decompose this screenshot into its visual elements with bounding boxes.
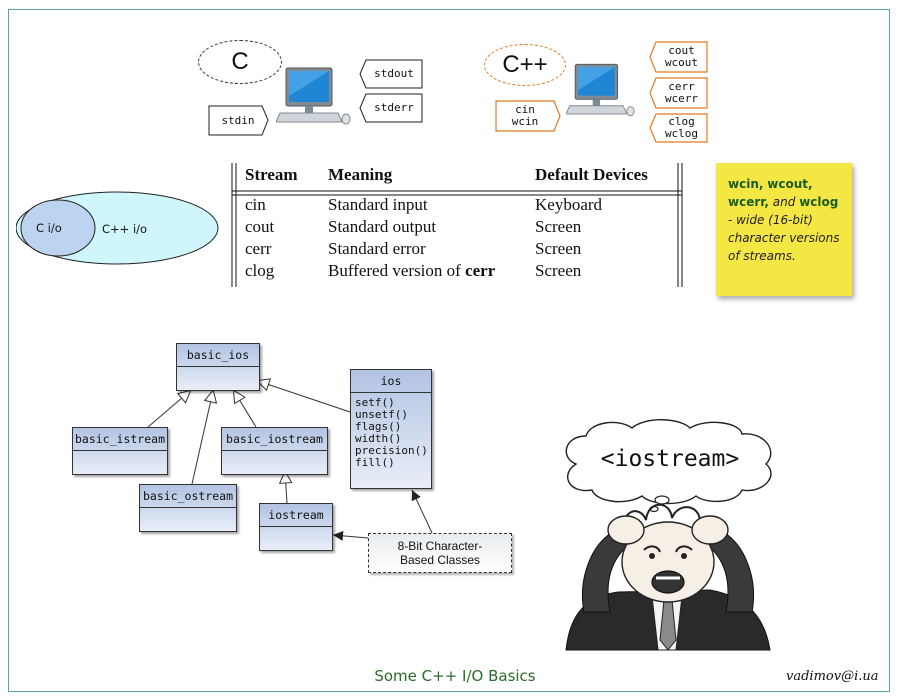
cpp-flags-svg	[495, 41, 708, 143]
wcerr-label: wcerr	[664, 92, 699, 105]
cerr-flag: cerr wcerr	[656, 78, 707, 108]
io-venn-svg	[16, 191, 219, 265]
table-rules-svg	[231, 163, 683, 287]
footer-title: Some C++ I/O Basics	[374, 667, 536, 685]
uml-note-text: 8-Bit Character-Based Classes	[397, 539, 483, 567]
sticky-wcin: wcin,	[728, 177, 764, 191]
uml-ios-method: setf()	[355, 396, 395, 409]
cpp-computer-icon	[566, 63, 635, 117]
cin-label: cin	[515, 103, 535, 116]
table-row: clog Buffered version of cerr Screen	[245, 261, 685, 283]
stdout-label: stdout	[374, 67, 414, 80]
stdin-label: stdin	[221, 113, 255, 127]
sticky-wcout: wcout,	[767, 177, 813, 191]
cpp-ellipse: C++	[484, 44, 566, 86]
clog-flag: clog wclog	[656, 114, 707, 142]
table-row: cin Standard input Keyboard	[245, 195, 685, 217]
c-flags-svg	[208, 59, 423, 136]
uml-ios: ios setf() unsetf() flags() width() prec…	[350, 369, 432, 489]
cell-stream: clog	[245, 261, 275, 280]
wclog-label: wclog	[664, 127, 699, 140]
uml-iostream-title: iostream	[260, 504, 332, 527]
table-header-meaning: Meaning	[328, 165, 393, 184]
uml-ios-title: ios	[351, 370, 431, 393]
cell-meaning: Buffered version of cerr	[328, 261, 495, 281]
uml-ios-method: precision()	[355, 444, 428, 457]
uml-ios-method: fill()	[355, 456, 395, 469]
uml-ios-methods: setf() unsetf() flags() width() precisio…	[351, 393, 431, 469]
c-io-label: C i/o	[36, 221, 62, 235]
cpp-io-label: C++ i/o	[102, 222, 148, 236]
sticky-note: wcin, wcout, wcerr, and wclog - wide (16…	[716, 163, 852, 296]
uml-basic-ostream-title: basic_ostream	[140, 485, 236, 508]
thought-cloud-text: <iostream>	[600, 446, 740, 472]
c-ellipse: C	[198, 40, 282, 84]
table-row: cerr Standard error Screen	[245, 239, 685, 261]
cell-device: Keyboard	[535, 195, 603, 214]
cin-flag: cin wcin	[496, 101, 554, 131]
cerr-label: cerr	[668, 80, 695, 93]
cell-stream: cout	[245, 217, 275, 236]
cell-meaning: Standard error	[328, 239, 426, 258]
uml-basic-iostream: basic_iostream	[221, 427, 328, 475]
cell-meaning: Standard output	[328, 217, 437, 236]
stdin-flag: stdin	[209, 106, 267, 135]
uml-basic-ostream: basic_ostream	[139, 484, 237, 532]
sticky-wcerr: wcerr,	[728, 195, 769, 209]
table-header-stream: Stream	[245, 165, 298, 184]
uml-note: 8-Bit Character-Based Classes	[368, 533, 512, 573]
cell-meaning-text: Buffered version of	[328, 261, 461, 280]
uml-basic-iostream-title: basic_iostream	[222, 428, 327, 451]
sticky-rest: wide (16-bit) character versions of stre…	[728, 213, 840, 263]
sticky-dash: -	[728, 213, 733, 227]
cell-device: Screen	[535, 261, 582, 280]
uml-ios-method: flags()	[355, 420, 402, 433]
uml-basic-istream-title: basic_istream	[73, 428, 167, 451]
cell-device: Screen	[535, 239, 582, 258]
uml-basic-ios-title: basic_ios	[177, 344, 259, 367]
stdout-flag: stdout	[366, 60, 422, 88]
cout-label: cout	[668, 44, 695, 57]
c-title: C	[231, 48, 249, 75]
cpp-title: C++	[502, 51, 548, 78]
wcin-label: wcin	[511, 115, 539, 128]
thought-cloud-svg	[565, 419, 772, 513]
cell-meaning-bold: cerr	[465, 261, 496, 280]
cell-stream: cin	[245, 195, 266, 214]
stderr-label: stderr	[374, 101, 414, 114]
stderr-flag: stderr	[366, 94, 422, 122]
frustrated-man-icon	[565, 503, 771, 651]
table-row: cout Standard output Screen	[245, 217, 685, 239]
c-computer-icon	[276, 67, 351, 125]
uml-basic-istream: basic_istream	[72, 427, 168, 475]
sticky-and: and	[772, 195, 796, 209]
uml-ios-method: width()	[355, 432, 402, 445]
footer-author: vadimov@i.ua	[786, 669, 879, 684]
uml-basic-ios: basic_ios	[176, 343, 260, 391]
clog-label: clog	[668, 115, 695, 128]
cout-flag: cout wcout	[656, 42, 707, 72]
uml-ios-method: unsetf()	[355, 408, 408, 421]
table-header-devices: Default Devices	[535, 165, 648, 184]
cell-meaning: Standard input	[328, 195, 428, 214]
cell-device: Screen	[535, 217, 582, 236]
wcout-label: wcout	[664, 56, 699, 69]
sticky-wclog: wclog	[799, 195, 839, 209]
uml-iostream: iostream	[259, 503, 333, 551]
slide-frame	[8, 9, 890, 692]
cell-stream: cerr	[245, 239, 272, 258]
